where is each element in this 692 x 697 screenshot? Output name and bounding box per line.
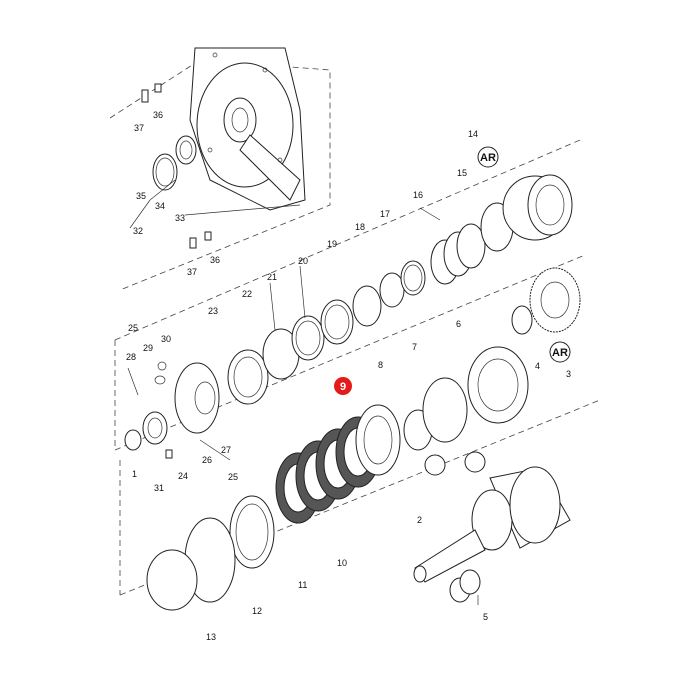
callout-22: 22	[242, 289, 252, 299]
callout-5: 5	[483, 612, 488, 622]
frame-mid-top	[114, 139, 581, 341]
callout-1: 1	[132, 469, 137, 479]
snap-rings	[146, 517, 236, 611]
callout-21: 21	[267, 272, 277, 282]
callout-18: 18	[355, 222, 365, 232]
callout-28: 28	[126, 352, 136, 362]
clutch-disk-pack	[229, 377, 468, 569]
callout-10: 10	[337, 558, 347, 568]
callout-36-bottom: 36	[210, 255, 220, 265]
frame-bottom	[119, 399, 601, 596]
left-hub	[124, 361, 220, 459]
group-frames	[109, 59, 601, 596]
callout-7: 7	[412, 342, 417, 352]
callout-24: 24	[178, 471, 188, 481]
callout-27: 27	[221, 445, 231, 455]
ar-badge-text: AR	[552, 347, 568, 359]
callout-20: 20	[298, 256, 308, 266]
highlight-marker[interactable]: 9	[334, 377, 352, 395]
callout-26: 26	[202, 455, 212, 465]
callout-30: 30	[161, 334, 171, 344]
ar-badge-text: AR	[480, 152, 496, 164]
callout-3: 3	[566, 369, 571, 379]
callout-23: 23	[208, 306, 218, 316]
callout-32: 32	[133, 226, 143, 236]
callout-15: 15	[457, 168, 467, 178]
callout-4: 4	[535, 361, 540, 371]
ar-badge: AR	[549, 341, 571, 363]
callout-31: 31	[154, 483, 164, 493]
callout-37-top: 37	[134, 123, 144, 133]
callout-17: 17	[380, 209, 390, 219]
callout-2: 2	[417, 515, 422, 525]
ar-badge: AR	[477, 146, 499, 168]
leader-lines	[127, 179, 479, 605]
top-left-hardware	[141, 83, 301, 249]
shaft-drum	[413, 451, 571, 603]
callout-37-bottom: 37	[187, 267, 197, 277]
cover-plate	[189, 47, 306, 211]
callout-6: 6	[456, 319, 461, 329]
callout-29: 29	[143, 343, 153, 353]
frame-top	[109, 59, 331, 291]
callout-labels: 1 2 3 4 5 6 7 8 10 11 12 13 14 15 16 17 …	[126, 110, 571, 642]
callout-36-top: 36	[153, 110, 163, 120]
callout-12: 12	[252, 606, 262, 616]
callout-25-top: 25	[128, 323, 138, 333]
callout-16: 16	[413, 190, 423, 200]
callout-8: 8	[378, 360, 383, 370]
callout-13: 13	[206, 632, 216, 642]
callout-25-bottom: 25	[228, 472, 238, 482]
callout-33: 33	[175, 213, 185, 223]
callout-19: 19	[327, 239, 337, 249]
top-right-gear	[467, 174, 581, 424]
ring-stack	[227, 202, 514, 405]
highlight-label: 9	[340, 381, 346, 393]
callout-11: 11	[298, 580, 307, 590]
callout-14: 14	[468, 129, 478, 139]
callout-35: 35	[136, 191, 146, 201]
callout-34: 34	[155, 201, 165, 211]
